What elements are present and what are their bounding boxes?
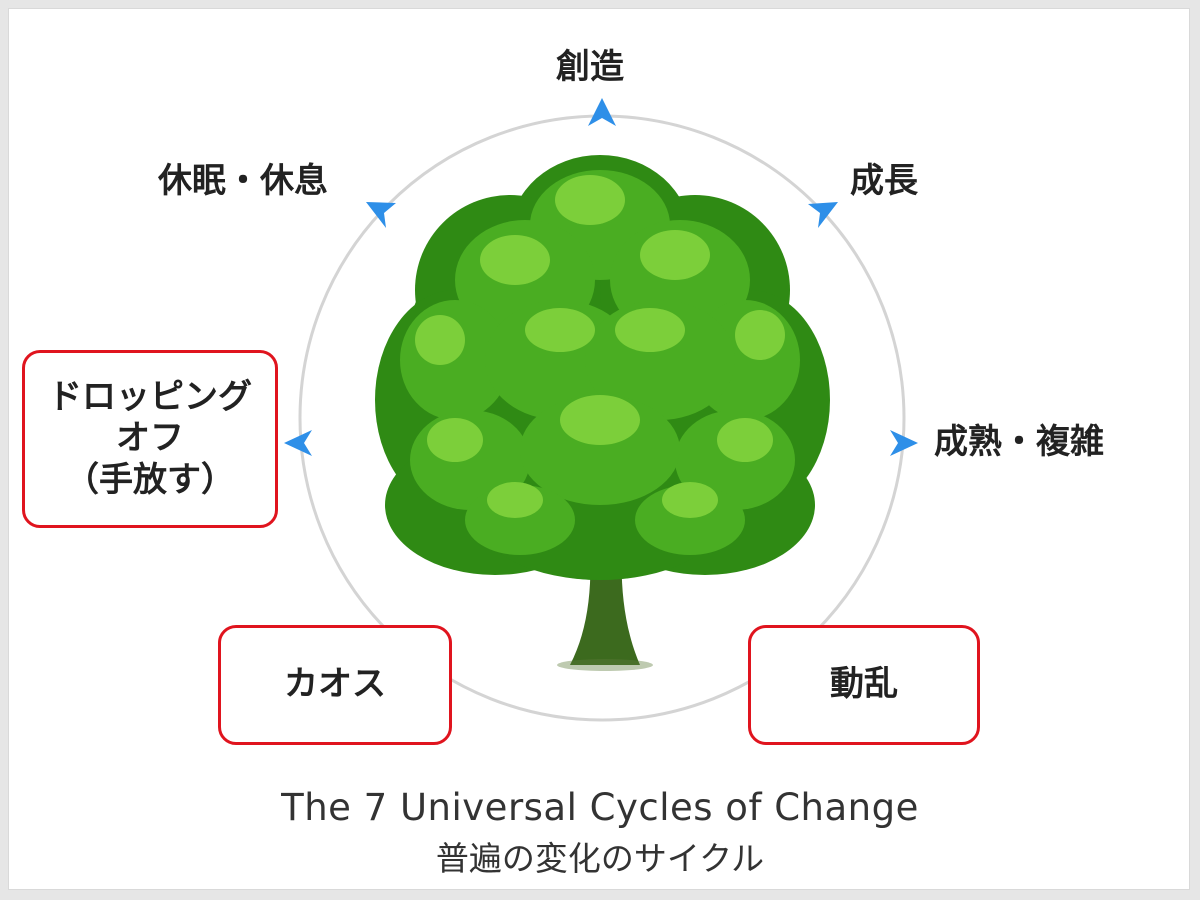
arrow-dormancy-icon (366, 202, 396, 228)
stage-maturity: 成熟・複雑 (934, 422, 1104, 462)
stage-turmoil: 動乱 (830, 664, 898, 705)
tree-trunk (570, 545, 640, 665)
stage-chaos-box: カオス (218, 625, 452, 745)
tree-image (375, 155, 830, 671)
stage-dormancy: 休眠・休息 (158, 161, 328, 201)
cycle-arrows (284, 98, 918, 667)
arrow-growth-icon (808, 202, 838, 228)
caption-english: The 7 Universal Cycles of Change (281, 786, 919, 829)
stage-chaos: カオス (284, 664, 386, 705)
caption-japanese: 普遍の変化のサイクル (435, 839, 765, 878)
arrow-dropping-off-icon (284, 430, 312, 456)
stage-dropping-off: ドロッピング オフ （手放す） (48, 376, 252, 500)
stage-creation: 創造 (556, 47, 624, 87)
stage-growth: 成長 (850, 161, 918, 201)
arrow-creation-icon (588, 98, 616, 126)
stage-dropping-off-box: ドロッピング オフ （手放す） (22, 350, 278, 528)
stage-turmoil-box: 動乱 (748, 625, 980, 745)
arrow-maturity-icon (890, 430, 918, 456)
